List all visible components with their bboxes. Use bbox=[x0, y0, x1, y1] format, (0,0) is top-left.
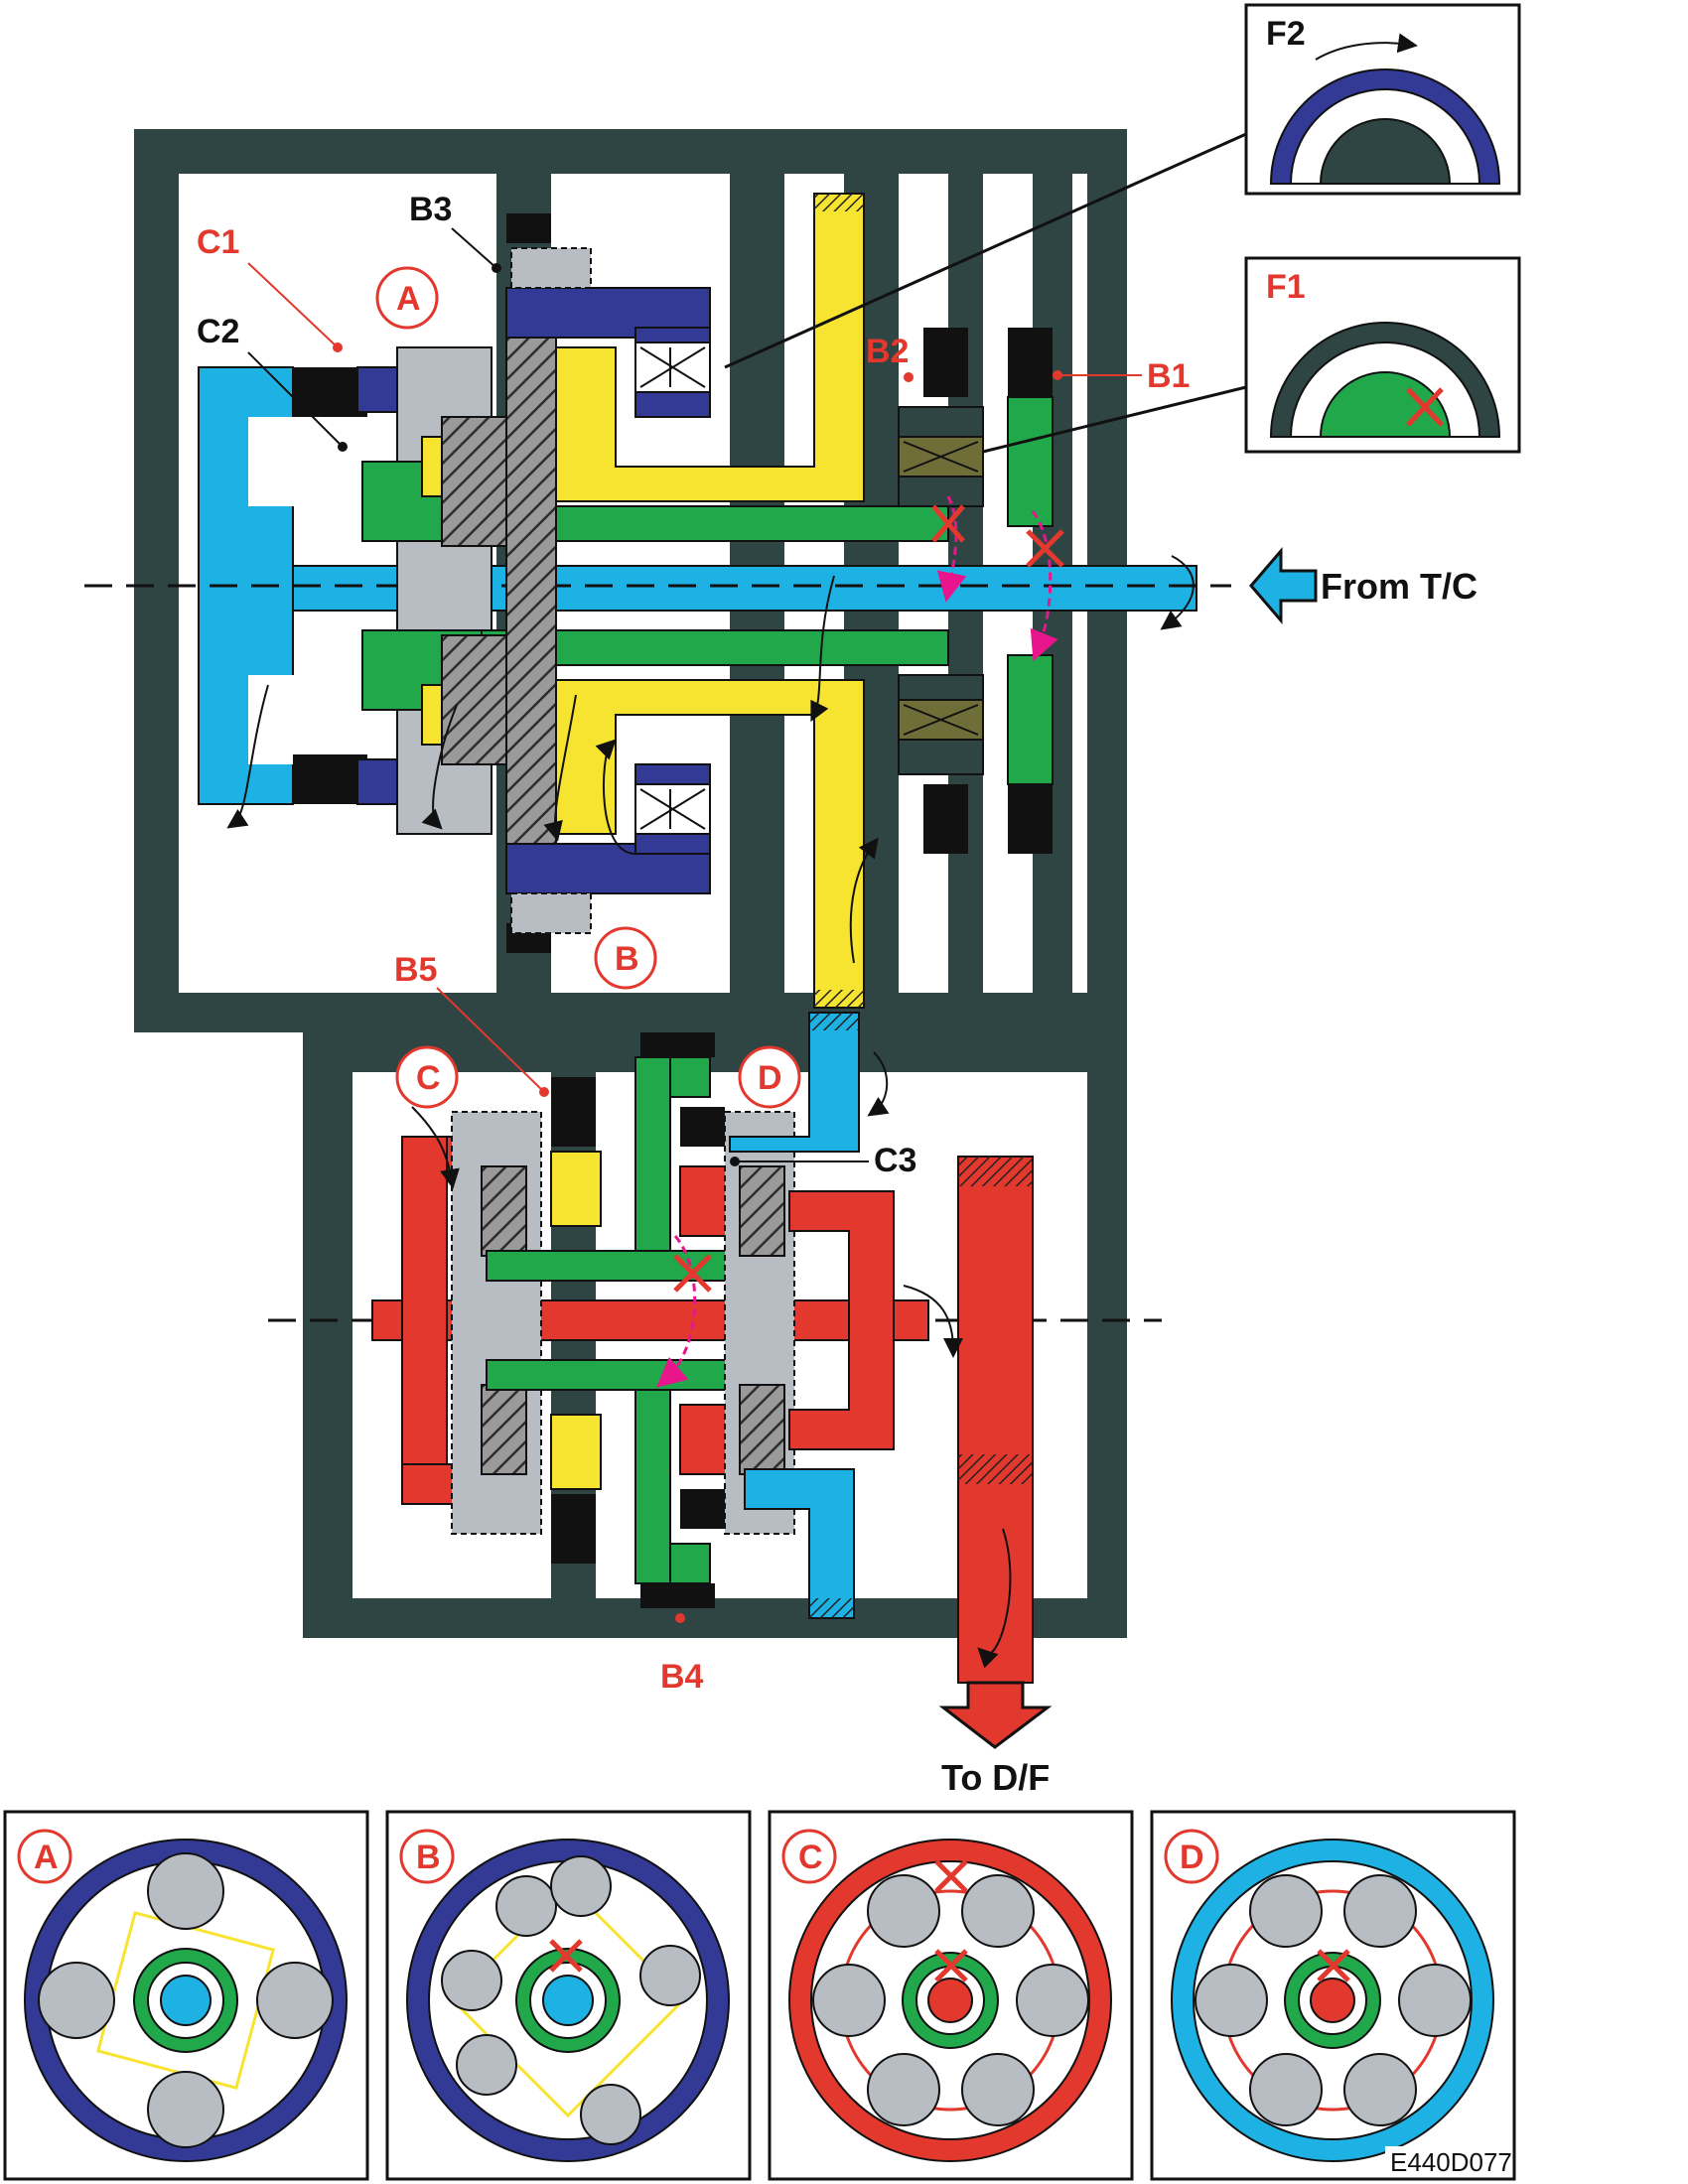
inset-b-label: B bbox=[416, 1839, 441, 1876]
inset-b: B bbox=[385, 1810, 752, 2181]
intermediate-carrier bbox=[555, 193, 865, 1009]
label-b1: B1 bbox=[1147, 357, 1190, 395]
inset-d: D E440D077 bbox=[1150, 1810, 1516, 2181]
rear-planetary-set bbox=[371, 1012, 1034, 1684]
callout-b: B bbox=[615, 940, 639, 978]
label-f1: F1 bbox=[1266, 268, 1306, 306]
label-c2: C2 bbox=[197, 313, 239, 350]
rotation-arrows bbox=[226, 555, 1195, 1669]
label-c1: C1 bbox=[197, 223, 239, 261]
front-planetary-set bbox=[356, 213, 949, 953]
f1-leader bbox=[982, 385, 1247, 454]
inset-a-label: A bbox=[34, 1839, 59, 1876]
f2-leader bbox=[724, 132, 1247, 369]
f1-inset bbox=[1244, 256, 1521, 454]
label-c3: C3 bbox=[874, 1142, 916, 1179]
label-to-df: To D/F bbox=[941, 1757, 1050, 1798]
callout-a: A bbox=[396, 280, 421, 318]
label-b2: B2 bbox=[866, 333, 909, 370]
inset-c: C bbox=[768, 1810, 1134, 2181]
label-b4: B4 bbox=[660, 1658, 704, 1696]
b2-b1-area bbox=[898, 328, 1054, 854]
inset-a: A bbox=[3, 1810, 369, 2181]
inset-c-label: C bbox=[798, 1839, 823, 1876]
figure-code: E440D077 bbox=[1390, 2147, 1512, 2177]
label-f2: F2 bbox=[1266, 15, 1306, 53]
label-b3: B3 bbox=[409, 191, 452, 228]
f2-inset bbox=[1244, 3, 1521, 196]
label-from-tc: From T/C bbox=[1321, 566, 1477, 607]
inset-d-label: D bbox=[1180, 1839, 1204, 1876]
output-arrow bbox=[938, 1681, 1053, 1749]
input-arrow bbox=[1249, 546, 1318, 625]
label-b5: B5 bbox=[394, 951, 437, 989]
component-labels: C1 C2 B3 B2 B1 F2 F1 From T/C B5 C3 B4 T… bbox=[197, 15, 1477, 1798]
callout-c: C bbox=[416, 1059, 441, 1097]
callout-d: D bbox=[758, 1059, 782, 1097]
overrun-indicators bbox=[655, 495, 1064, 1388]
